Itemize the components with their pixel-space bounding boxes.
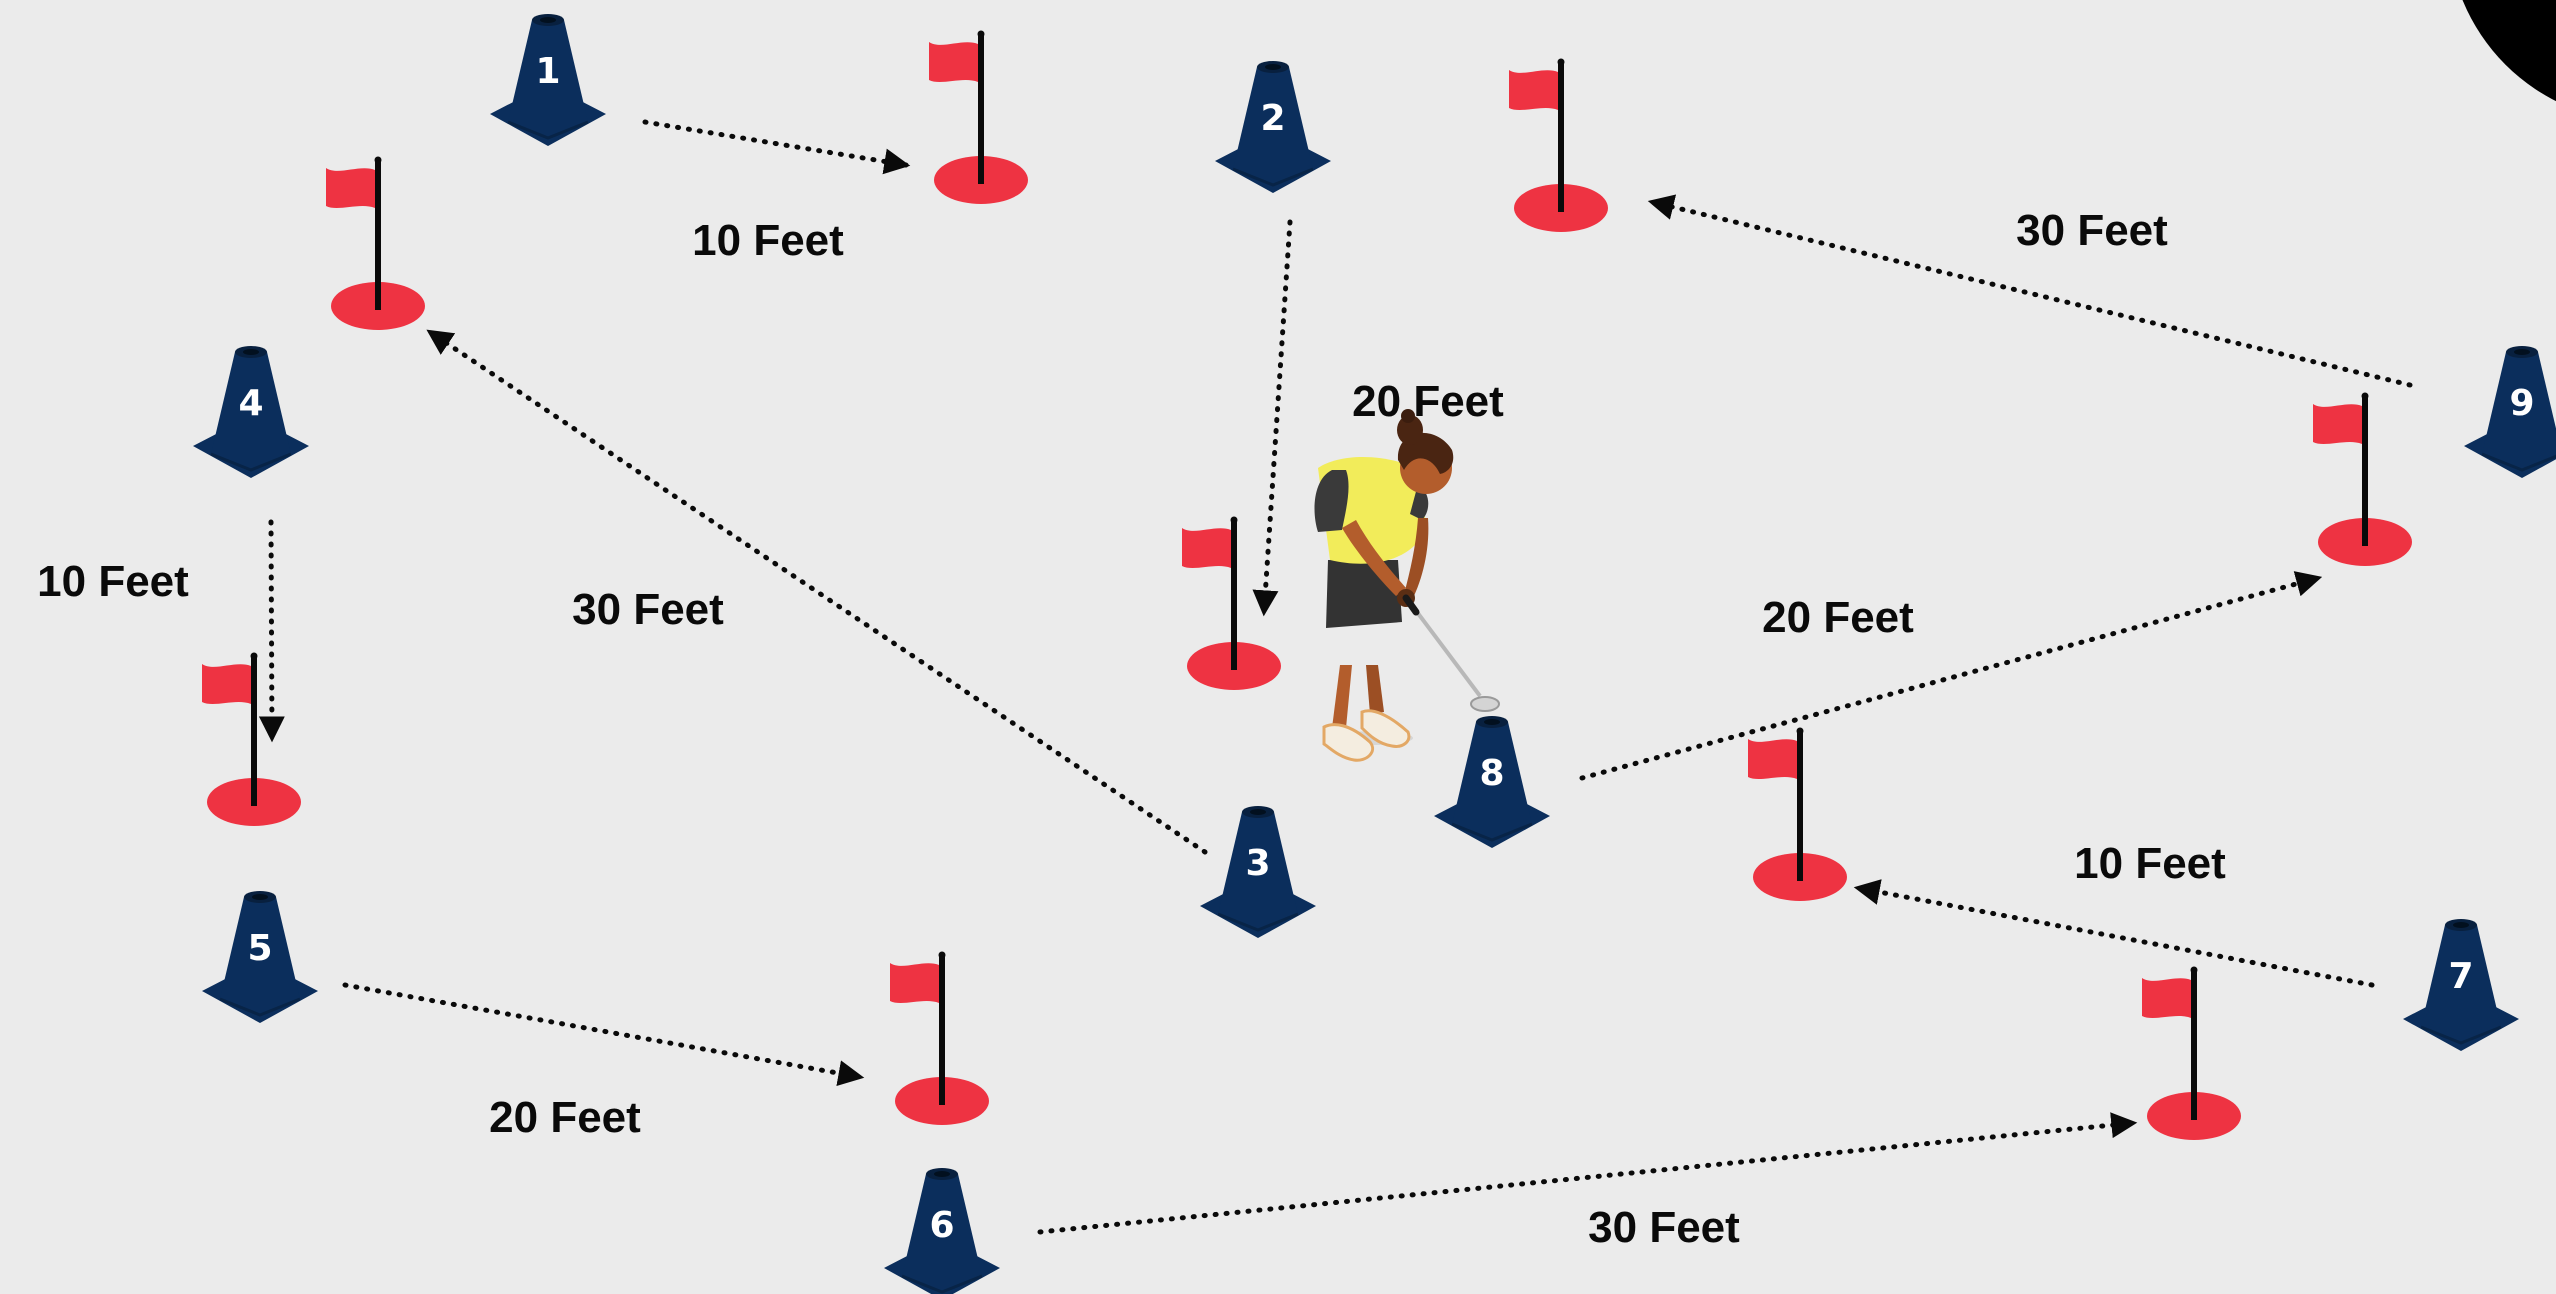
arrow-cone4-to-flag: [258, 519, 285, 743]
cone-number: 8: [1479, 753, 1504, 794]
arrow-cone1-to-flag: [642, 119, 911, 175]
traffic-cone-icon: 2: [1213, 59, 1333, 195]
cone-number: 3: [1245, 843, 1270, 884]
distance-label-cone-7: 10 Feet: [2074, 839, 2226, 888]
cone-number: 7: [2448, 956, 2473, 997]
traffic-cone-icon: 8: [1432, 714, 1552, 850]
traffic-cone-icon: 5: [200, 889, 320, 1025]
golf-flag-icon: [202, 652, 301, 826]
traffic-cone-icon: 1: [488, 12, 608, 148]
arrow-cone3-to-flag: [426, 329, 1208, 855]
corner-shape: [2462, 0, 2556, 102]
golf-flag-icon: [2142, 966, 2241, 1140]
traffic-cone-icon: 6: [882, 1166, 1002, 1294]
cone-number: 5: [247, 928, 272, 969]
distance-label-cone-1: 10 Feet: [692, 216, 844, 265]
cone-number: 1: [535, 51, 560, 92]
distance-label-cone-3: 30 Feet: [572, 585, 724, 634]
golf-flag-icon: [890, 951, 989, 1125]
distance-arrows: [258, 119, 2413, 1235]
traffic-cone-icon: 3: [1198, 804, 1318, 940]
arrow-cone8-to-flag: [1579, 571, 2323, 781]
cone-number: 2: [1260, 98, 1285, 139]
arrow-cone5-to-flag: [342, 982, 865, 1086]
distance-labels: 10 Feet 20 Feet 30 Feet 10 Feet 30 Feet …: [37, 206, 2226, 1252]
golfer-figure: [1314, 409, 1500, 762]
distance-label-cone-2: 20 Feet: [1352, 377, 1504, 426]
target-flags: [202, 30, 2412, 1140]
arrow-cone9-to-flag: [1647, 194, 2413, 388]
golf-flag-icon: [1509, 58, 1608, 232]
arrow-cone7-to-flag: [1853, 879, 2375, 988]
distance-label-cone-6: 30 Feet: [1588, 1203, 1740, 1252]
distance-label-cone-8: 20 Feet: [1762, 593, 1914, 642]
arrow-cone2-to-flag: [1252, 219, 1293, 617]
cones: 1 2 3 4 5 6 7 8: [191, 12, 2556, 1294]
cone-number: 9: [2509, 383, 2534, 424]
arrow-cone6-to-flag: [1037, 1112, 2138, 1235]
distance-label-cone-4: 10 Feet: [37, 557, 189, 606]
golf-flag-icon: [929, 30, 1028, 204]
traffic-cone-icon: 7: [2401, 917, 2521, 1053]
traffic-cone-icon: 4: [191, 344, 311, 480]
golf-flag-icon: [326, 156, 425, 330]
distance-label-cone-9: 30 Feet: [2016, 206, 2168, 255]
cone-number: 6: [929, 1205, 954, 1246]
golf-flag-icon: [1748, 727, 1847, 901]
golf-flag-icon: [1182, 516, 1281, 690]
cone-number: 4: [238, 383, 263, 424]
distance-label-cone-5: 20 Feet: [489, 1093, 641, 1142]
traffic-cone-icon: 9: [2462, 344, 2556, 480]
golf-flag-icon: [2313, 392, 2412, 566]
